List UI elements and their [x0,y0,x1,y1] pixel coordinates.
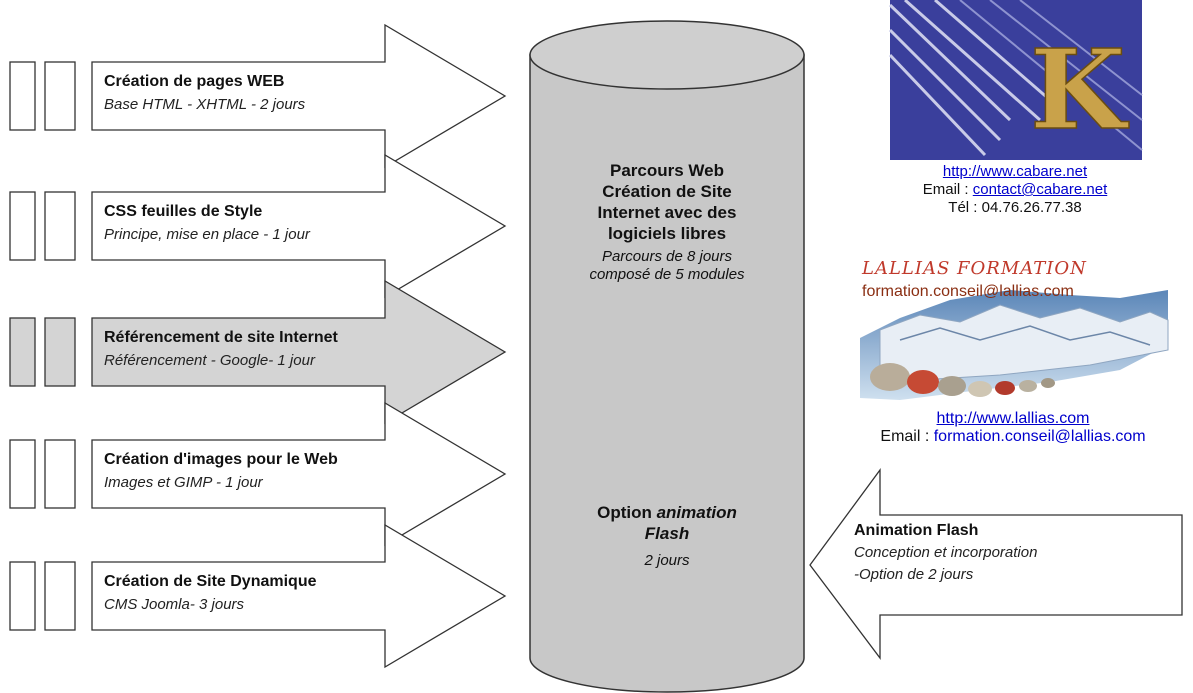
option-italic: animation [656,503,737,522]
module-marker-box [44,561,76,631]
lallias-logo-title: LALLIAS FORMATION [862,258,1087,279]
module-arrow [91,279,507,425]
module-marker-box [9,317,36,387]
module-title: Référencement de site Internet [104,329,338,346]
module-marker-box [9,561,36,631]
cabare-phone: Tél : 04.76.26.77.38 [948,199,1082,216]
module-title: Création de pages WEB [104,73,285,90]
lallias-contact: http://www.lallias.com Email : formation… [838,410,1188,446]
cylinder-option: Option animation Flash [530,502,804,544]
module-marker-box [9,439,36,509]
cylinder-title-line: Création de Site [602,182,732,201]
cabare-email-label: Email : [922,181,973,198]
lallias-logo-email: formation.conseil@lallias.com [862,283,1074,300]
module-marker-box [9,191,36,261]
flash-module-subtitle-line: -Option de 2 jours [854,566,974,583]
option-duration: 2 jours [644,552,690,569]
cylinder-body [529,54,805,693]
cabare-url-link[interactable]: http://www.cabare.net [942,163,1088,180]
lallias-email[interactable]: formation.conseil@lallias.com [933,428,1146,445]
flash-module-subtitle-line: Conception et incorporation [854,544,1038,561]
module-marker-box [44,191,76,261]
module-subtitle: Référencement - Google- 1 jour [104,352,315,369]
module-arrow [91,401,507,547]
cylinder-title-line: logiciels libres [607,224,727,243]
module-title: CSS feuilles de Style [104,203,263,220]
cabare-email-link[interactable]: contact@cabare.net [972,181,1108,198]
module-marker-box [44,439,76,509]
module-title: Création d'images pour le Web [104,451,338,468]
cylinder-title: Parcours Web Création de Site Internet a… [530,160,804,244]
cylinder-top [529,20,805,90]
module-subtitle: Images et GIMP - 1 jour [104,474,263,491]
cylinder-description: Parcours de 8 jours composé de 5 modules [530,248,804,284]
cylinder-title-line: Parcours Web [609,161,724,180]
module-arrow [91,23,507,169]
flash-arrow [809,468,1183,660]
option-prefix: Option [597,503,657,522]
module-subtitle: Base HTML - XHTML - 2 jours [104,96,306,113]
lallias-email-label: Email : [880,428,934,445]
course-cylinder [529,20,805,693]
module-title: Création de Site Dynamique [104,573,317,590]
module-subtitle: Principe, mise en place - 1 jour [104,226,310,243]
cylinder-desc-line: composé de 5 modules [589,266,745,283]
module-arrow [91,153,507,299]
cabare-contact: http://www.cabare.net Email : contact@ca… [870,163,1160,217]
cylinder-desc-line: Parcours de 8 jours [601,248,733,265]
flash-module-text: Animation Flash Conception et incorporat… [854,520,1037,586]
lallias-logo-picture [860,290,1169,400]
flash-module-title: Animation Flash [854,522,979,539]
module-arrows [9,23,507,669]
option-line2: Flash [644,524,690,543]
module-subtitle: CMS Joomla- 3 jours [104,596,245,613]
module-arrow [91,523,507,669]
lallias-url-link[interactable]: http://www.lallias.com [936,410,1090,427]
module-marker-box [44,317,76,387]
module-marker-box [44,61,76,131]
cylinder-title-line: Internet avec des [597,203,737,222]
module-label: Création de pages WEB Base HTML - XHTML -… [104,70,305,116]
cabare-logo: K [888,0,1143,160]
cabare-logo-letter: K [1030,25,1129,154]
module-marker-box [9,61,36,131]
